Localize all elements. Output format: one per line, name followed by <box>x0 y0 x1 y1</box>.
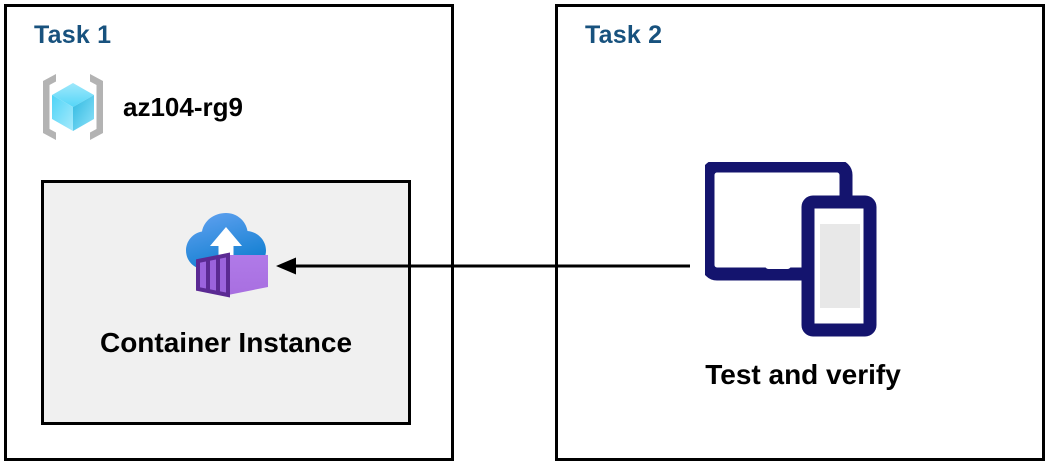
task-1-title: Task 1 <box>34 21 112 49</box>
task-2-panel: Task 2 Test and verify <box>555 4 1045 461</box>
devices-tablet-phone-icon <box>705 162 901 337</box>
azure-container-instance-icon <box>176 183 276 299</box>
test-and-verify-label: Test and verify <box>705 359 901 390</box>
task-2-title: Task 2 <box>585 21 663 49</box>
resource-group-row: az104-rg9 <box>37 69 243 145</box>
azure-resource-group-icon <box>37 69 109 145</box>
container-instance-card: Container Instance <box>41 180 411 425</box>
container-instance-label: Container Instance <box>99 327 353 358</box>
resource-group-name: az104-rg9 <box>123 91 243 122</box>
devices-block: Test and verify <box>678 162 928 391</box>
task-1-panel: Task 1 <box>4 4 454 461</box>
